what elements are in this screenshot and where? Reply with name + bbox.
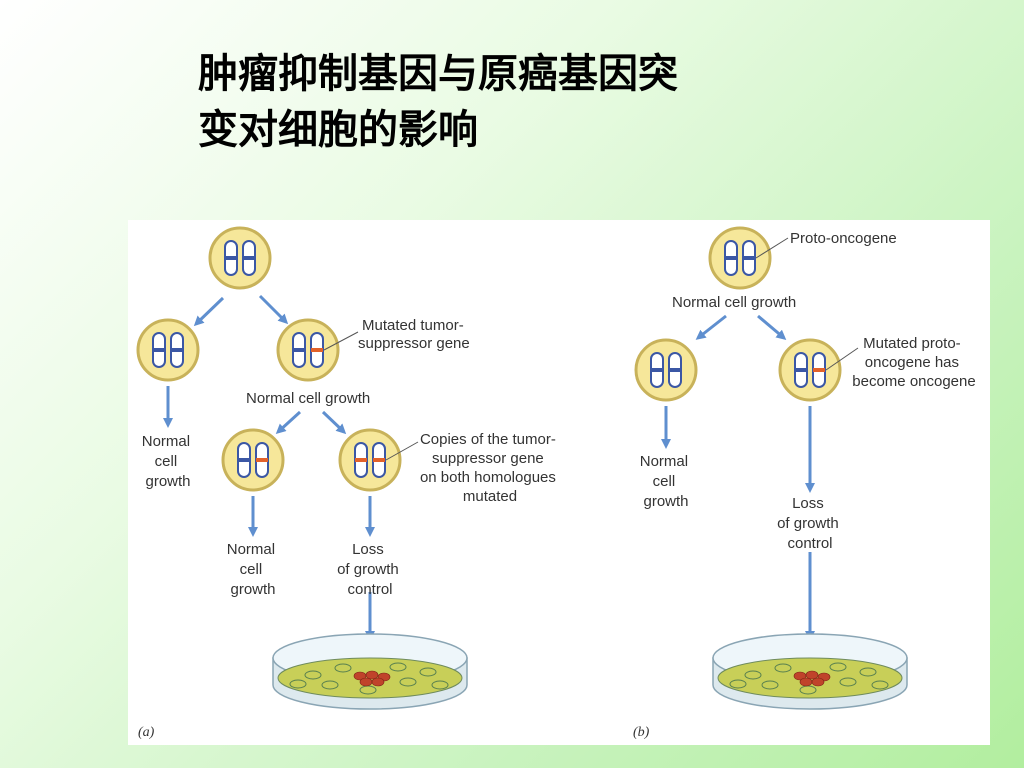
diagram-figure: Mutated tumor- suppressor gene Normal ce… xyxy=(128,220,990,745)
panel-b: Proto-oncogene Normal cell growth Mutate… xyxy=(633,226,976,740)
panel-b-label: (b) xyxy=(633,725,650,740)
arrow xyxy=(193,296,225,327)
label-loss-control-b: Loss of growth control xyxy=(777,495,843,552)
title-line-1: 肿瘤抑制基因与原癌基因突 xyxy=(198,51,678,97)
cell-b-top xyxy=(708,226,772,290)
label-normal-growth-b: Normal cell growth xyxy=(640,453,693,510)
arrow xyxy=(258,294,289,325)
cell-a-normal-child xyxy=(221,428,285,492)
label-loss-control-a: Loss of growth control xyxy=(337,541,403,598)
arrow xyxy=(321,410,347,435)
label-mutated-tumor-suppressor: Mutated tumor- suppressor gene xyxy=(358,317,470,352)
label-proto-oncogene: Proto-oncogene xyxy=(790,230,897,247)
diagram-svg: Mutated tumor- suppressor gene Normal ce… xyxy=(136,226,976,740)
label-normal-growth-mid: Normal cell growth xyxy=(227,541,280,598)
cell-a-top xyxy=(208,226,272,290)
label-copies-mutated: Copies of the tumor- suppressor gene on … xyxy=(420,431,560,505)
panel-a-label: (a) xyxy=(138,725,155,740)
leader-line xyxy=(385,441,419,461)
panel-a: Mutated tumor- suppressor gene Normal ce… xyxy=(136,226,560,740)
label-normal-cell-growth-a: Normal cell growth xyxy=(246,390,370,407)
label-normal-cell-growth-b: Normal cell growth xyxy=(672,294,796,311)
leader-line xyxy=(755,237,789,259)
cell-a-mutated-one xyxy=(276,318,340,382)
cell-a-left xyxy=(136,318,200,382)
cell-b-normal xyxy=(634,338,698,402)
petri-dish-b xyxy=(712,633,908,710)
tumor-cluster-b xyxy=(793,670,831,687)
arrow xyxy=(695,314,727,340)
cell-a-both-mutated xyxy=(338,428,402,492)
arrow xyxy=(275,410,302,435)
tumor-cluster-a xyxy=(353,670,391,687)
petri-dish-a xyxy=(272,633,468,710)
label-normal-growth-left: Normal cell growth xyxy=(142,433,195,490)
cell-b-oncogene xyxy=(778,338,842,402)
title-line-2: 变对细胞的影响 xyxy=(198,107,478,153)
arrow xyxy=(757,314,787,340)
leader-line xyxy=(825,347,859,371)
label-mutated-proto: Mutated proto- oncogene has become oncog… xyxy=(852,335,975,390)
leader-line xyxy=(323,331,359,351)
slide-title: 肿瘤抑制基因与原癌基因突 变对细胞的影响 xyxy=(198,46,838,158)
